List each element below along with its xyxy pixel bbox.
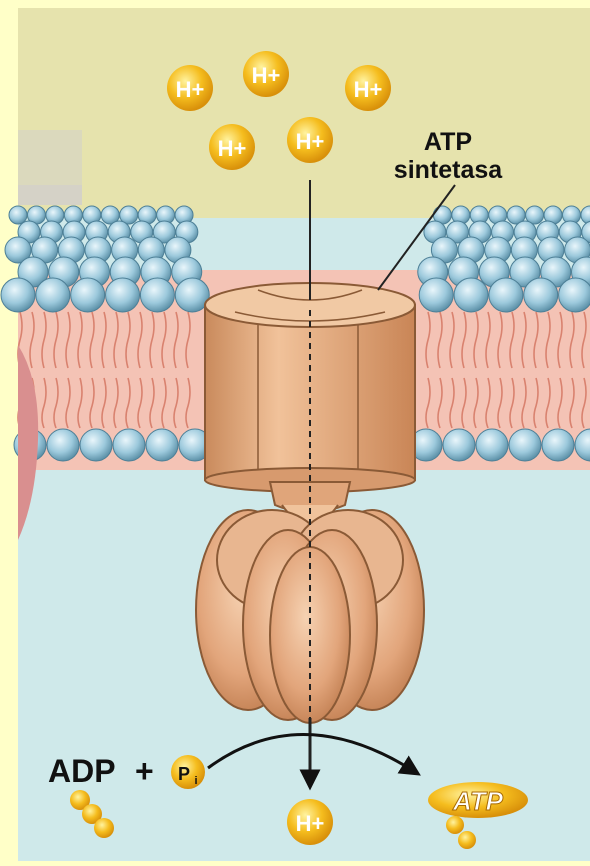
proton-label: H+ xyxy=(176,77,205,102)
background-tile xyxy=(18,130,82,185)
lipid-head xyxy=(454,278,488,312)
lipid-head xyxy=(71,278,105,312)
phosphate-subscript: i xyxy=(194,775,197,787)
lipid-head xyxy=(542,429,574,461)
atp-product-label: ATP xyxy=(452,786,504,816)
proton-label: H+ xyxy=(296,811,325,836)
lipid-head xyxy=(489,278,523,312)
proton: H+ xyxy=(209,124,255,170)
lipid-head xyxy=(113,429,145,461)
enzyme-label-line1: ATP xyxy=(424,128,472,156)
proton: H+ xyxy=(243,51,289,97)
phosphate-label: P xyxy=(178,764,190,784)
plus-sign: + xyxy=(135,753,154,789)
lipid-head xyxy=(559,278,590,312)
proton-label: H+ xyxy=(354,77,383,102)
background-tile xyxy=(18,185,82,205)
lipid-head xyxy=(140,278,174,312)
lipid-head xyxy=(443,429,475,461)
phosphate-icon: P i xyxy=(171,755,205,789)
lipid-head xyxy=(47,429,79,461)
lipid-head xyxy=(36,278,70,312)
enzyme-label-line2: sintetasa xyxy=(394,156,503,184)
proton: H+ xyxy=(345,65,391,111)
proton: H+ xyxy=(167,65,213,111)
proton-label: H+ xyxy=(252,63,281,88)
proton-label: H+ xyxy=(296,129,325,154)
lipid-head xyxy=(419,278,453,312)
proton: H+ xyxy=(287,799,333,845)
lipid-head xyxy=(106,278,140,312)
proton-label: H+ xyxy=(218,136,247,161)
lipid-head xyxy=(80,429,112,461)
lipid-head xyxy=(146,429,178,461)
lipid-head xyxy=(1,278,35,312)
lipid-head xyxy=(509,429,541,461)
lipid-head xyxy=(476,429,508,461)
proton: H+ xyxy=(287,117,333,163)
lipid-head xyxy=(9,206,27,224)
adp-label: ADP xyxy=(48,753,116,789)
lipid-head xyxy=(524,278,558,312)
intermembrane-space xyxy=(18,8,590,218)
